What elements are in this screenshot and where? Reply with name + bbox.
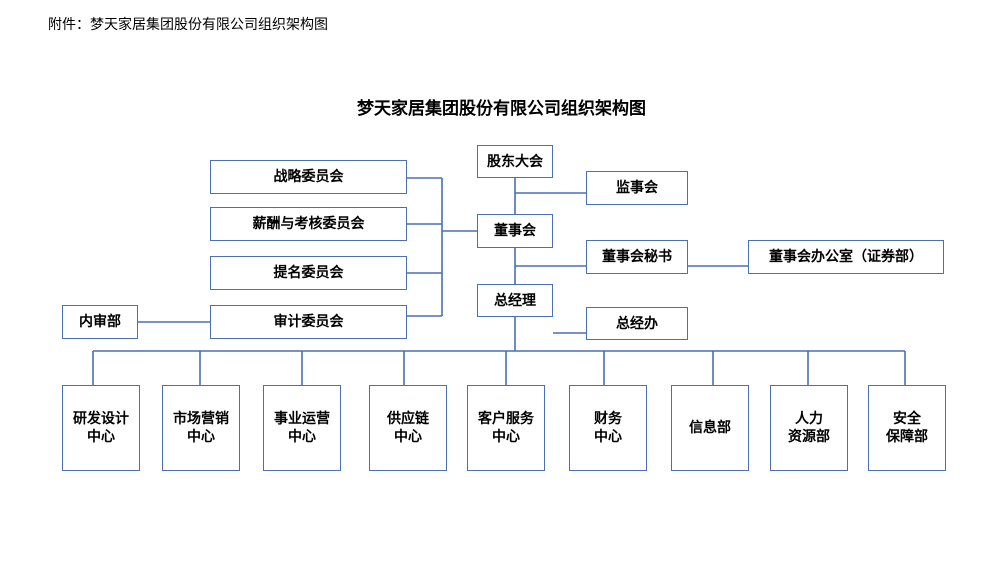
- dept-operations-center: 事业运营 中心: [263, 385, 341, 471]
- node-gm-office: 总经办: [586, 307, 688, 340]
- node-general-manager: 总经理: [477, 284, 553, 317]
- dept-marketing-center: 市场营销 中心: [162, 385, 240, 471]
- dept-information: 信息部: [671, 385, 749, 471]
- node-audit-committee: 审计委员会: [210, 305, 407, 339]
- node-supervisory-board: 监事会: [586, 171, 688, 205]
- dept-rd-design-center: 研发设计 中心: [62, 385, 140, 471]
- node-board-office: 董事会办公室（证券部）: [748, 240, 944, 274]
- dept-customer-service-center: 客户服务 中心: [467, 385, 545, 471]
- node-nomination-committee: 提名委员会: [210, 256, 407, 290]
- node-strategy-committee: 战略委员会: [210, 160, 407, 194]
- node-board-of-directors: 董事会: [477, 214, 553, 248]
- node-shareholders: 股东大会: [477, 145, 553, 178]
- attachment-caption: 附件：梦天家居集团股份有限公司组织架构图: [48, 17, 328, 33]
- chart-title: 梦天家居集团股份有限公司组织架构图: [357, 99, 646, 119]
- node-board-secretary: 董事会秘书: [586, 240, 688, 274]
- dept-safety-security: 安全 保障部: [868, 385, 946, 471]
- dept-supply-chain-center: 供应链 中心: [369, 385, 447, 471]
- node-compensation-committee: 薪酬与考核委员会: [210, 207, 407, 241]
- node-internal-audit: 内审部: [62, 305, 138, 339]
- dept-finance-center: 财务 中心: [569, 385, 647, 471]
- dept-human-resources: 人力 资源部: [770, 385, 848, 471]
